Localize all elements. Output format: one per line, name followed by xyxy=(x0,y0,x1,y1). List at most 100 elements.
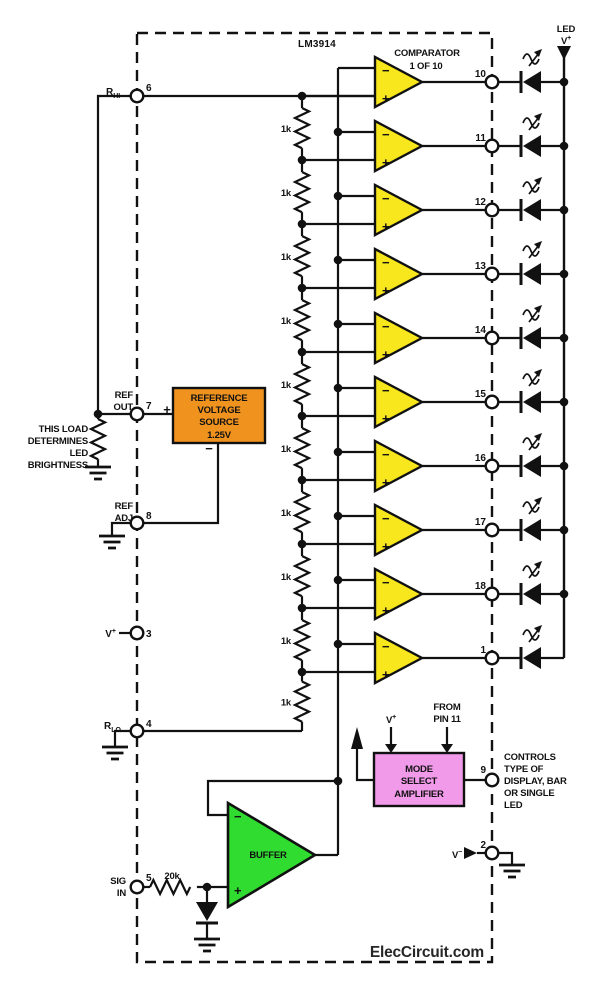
sigin-label: SIG xyxy=(110,876,126,887)
pin-number: 6 xyxy=(146,83,152,94)
ground-icon xyxy=(85,465,111,481)
pin-circle xyxy=(484,330,500,346)
pin-number: 3 xyxy=(146,629,152,640)
pin-number: 7 xyxy=(146,401,152,412)
light-emission-icon xyxy=(522,629,540,641)
resistor-value: 1k xyxy=(281,380,292,391)
light-emission-icon xyxy=(534,497,542,505)
comparator-title: 1 OF 10 xyxy=(410,61,443,72)
mode-vplus-label: V+ xyxy=(386,714,396,726)
ground-icon xyxy=(194,937,220,953)
junction-dot xyxy=(333,575,343,585)
led-diode xyxy=(523,71,541,93)
pin-circle-9 xyxy=(484,772,500,788)
reference-box-label: REFERENCE xyxy=(191,393,248,404)
light-emission-icon xyxy=(522,565,540,577)
resistor-20k-label: 20k xyxy=(164,871,180,882)
refadj-label: ADJ xyxy=(115,513,133,524)
reference-box-value: 1.25V xyxy=(207,430,232,441)
plus-sign: + xyxy=(382,411,390,426)
pin-number: 9 xyxy=(480,765,486,776)
led-diode xyxy=(523,647,541,669)
pin-circle-3 xyxy=(129,625,145,641)
load-note: THIS LOAD xyxy=(39,424,89,435)
rlo-ground-wire xyxy=(113,729,131,747)
pin-number: 10 xyxy=(475,69,487,80)
pin-number: 2 xyxy=(480,840,486,851)
resistor-1k xyxy=(292,491,312,534)
clamp-diode xyxy=(196,902,218,921)
resistor-value: 1k xyxy=(281,508,292,519)
junction-dot xyxy=(559,397,569,407)
plus-sign: + xyxy=(382,603,390,618)
resistor-value: 1k xyxy=(281,698,292,709)
comparator-title: COMPARATOR xyxy=(394,48,460,59)
light-emission-icon xyxy=(534,49,542,57)
light-emission-icon xyxy=(534,561,542,569)
ground-icon xyxy=(102,745,128,761)
resistor-value: 1k xyxy=(281,636,292,647)
light-emission-icon xyxy=(522,245,540,257)
comparator-triangle xyxy=(373,247,425,301)
resistor-1k xyxy=(292,363,312,406)
light-emission-icon xyxy=(522,117,540,129)
pin-number: 16 xyxy=(475,453,487,464)
led-diode xyxy=(523,391,541,413)
led-diode xyxy=(523,135,541,157)
mode-left-wire xyxy=(355,748,374,782)
comparator-triangle xyxy=(373,503,425,557)
pin-circle xyxy=(484,650,500,666)
light-emission-icon xyxy=(534,177,542,185)
light-emission-icon xyxy=(534,625,542,633)
led-diode xyxy=(523,263,541,285)
pin-number: 12 xyxy=(475,197,487,208)
junction-dot xyxy=(559,141,569,151)
load-note: LED xyxy=(70,448,89,459)
pin-circle xyxy=(484,202,500,218)
resistor-1k xyxy=(292,680,312,723)
ground-icon xyxy=(499,863,525,879)
minus-sign: − xyxy=(382,191,390,206)
pin-number: 17 xyxy=(475,517,487,528)
junction-dot xyxy=(333,776,343,786)
controls-note: CONTROLS xyxy=(504,752,556,763)
ground-icon xyxy=(99,534,125,550)
pin-circle xyxy=(484,522,500,538)
light-emission-icon xyxy=(534,433,542,441)
light-emission-icon xyxy=(534,305,542,313)
light-emission-icon xyxy=(522,437,540,449)
minus-sign: − xyxy=(382,511,390,526)
minus-sign: − xyxy=(382,63,390,78)
ic-boundary xyxy=(135,31,494,964)
junction-dot xyxy=(93,409,103,419)
sigin-label: IN xyxy=(117,888,126,899)
pin-circle-2 xyxy=(484,845,500,861)
plus-sign: + xyxy=(382,347,390,362)
pin-circle xyxy=(484,394,500,410)
comparator-triangle xyxy=(373,55,425,109)
led-diode xyxy=(523,455,541,477)
refadj-label: REF xyxy=(115,501,134,512)
pin-circle xyxy=(484,458,500,474)
light-emission-icon xyxy=(522,501,540,513)
junction-dot xyxy=(559,525,569,535)
mode-box-label: AMPLIFIER xyxy=(394,789,444,800)
pin-circle xyxy=(484,138,500,154)
pin-number: 11 xyxy=(475,133,486,144)
plus-sign: + xyxy=(382,219,390,234)
light-emission-icon xyxy=(522,53,540,65)
minus-sign: − xyxy=(382,255,390,270)
light-emission-icon xyxy=(534,241,542,249)
junction-dot xyxy=(559,77,569,87)
resistor-1k xyxy=(292,427,312,470)
minus-sign: − xyxy=(382,447,390,462)
pin-number: 8 xyxy=(146,511,152,522)
down-arrow-icon xyxy=(557,46,571,60)
pin-number: 15 xyxy=(475,389,487,400)
ic-name-label: LM3914 xyxy=(298,39,336,50)
controls-note: DISPLAY, BAR xyxy=(504,776,567,787)
resistor-1k xyxy=(292,235,312,278)
controls-note: LED xyxy=(504,800,523,811)
load-note: BRIGHTNESS xyxy=(28,460,88,471)
light-emission-icon xyxy=(522,309,540,321)
